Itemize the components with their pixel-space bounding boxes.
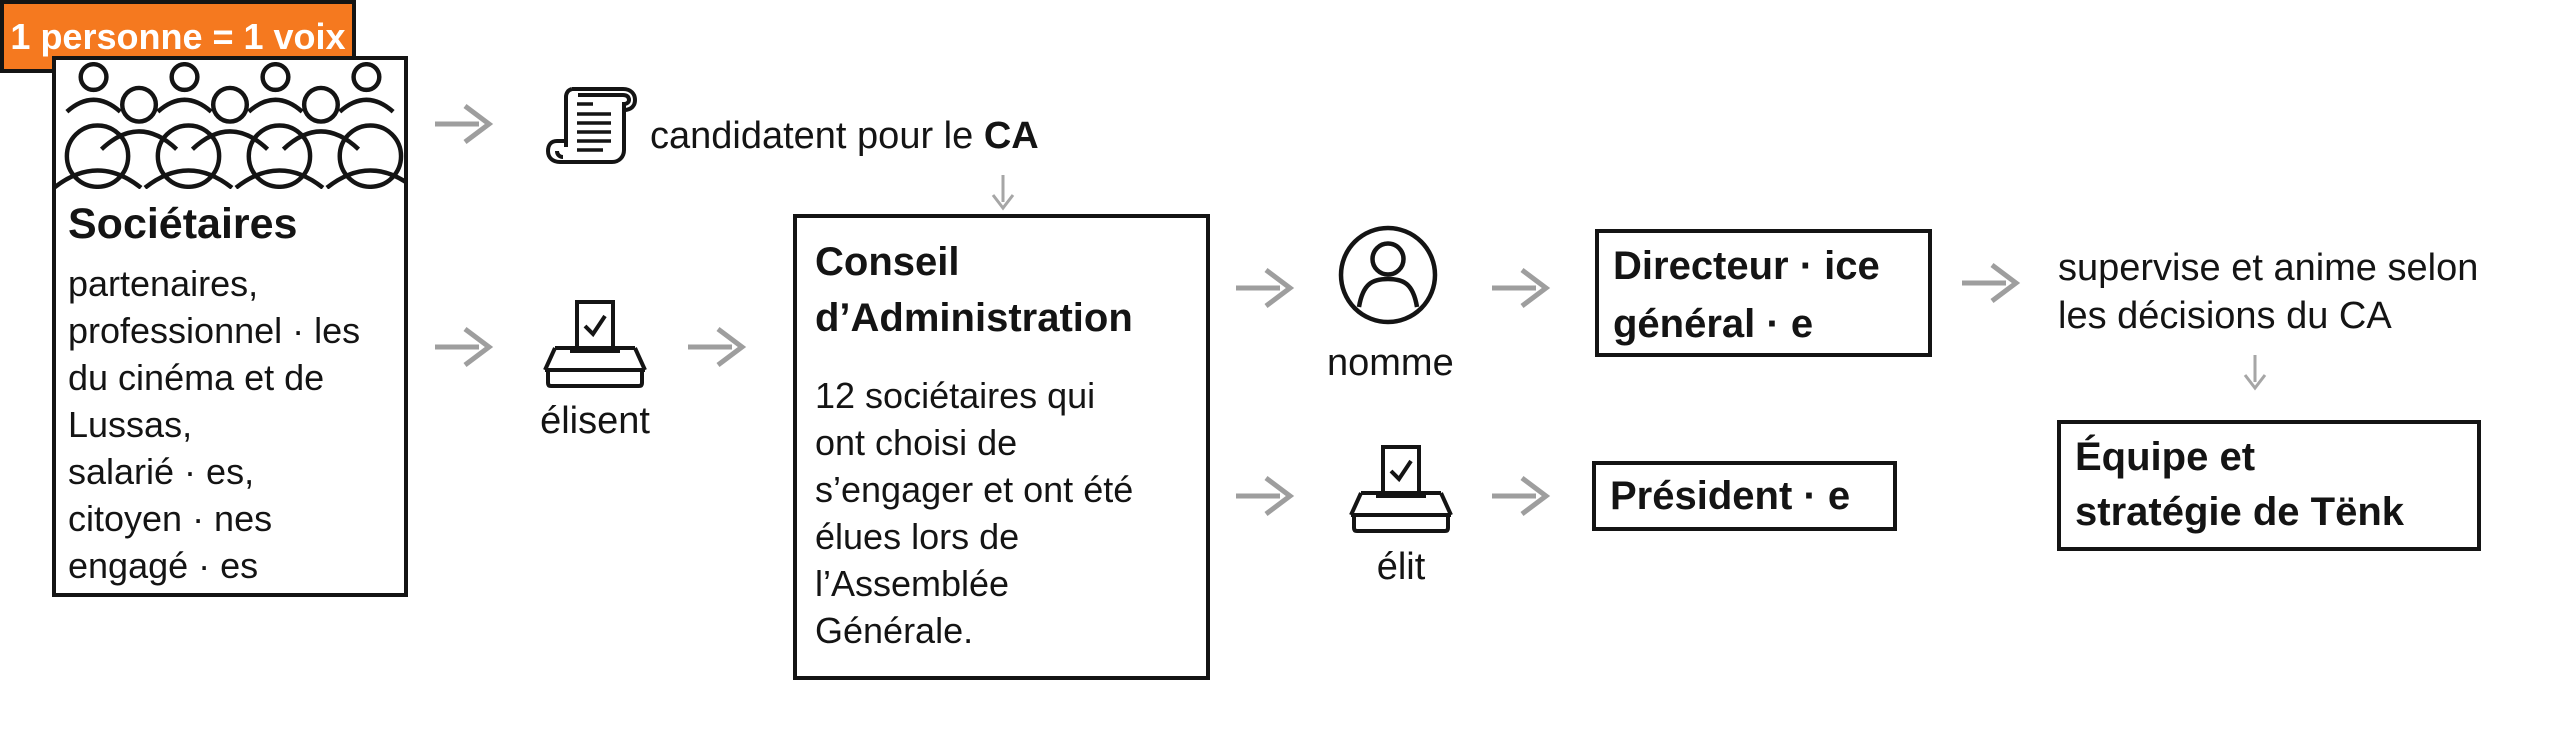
candidacy-label-text: candidatent pour le [650, 115, 984, 157]
societaires-box [52, 56, 408, 597]
candidacy-label: candidatent pour le CA [650, 112, 1039, 160]
arrow-right-icon [686, 323, 750, 371]
conseil-title: Conseil d’Administration [815, 240, 1133, 340]
conseil-administration-box: Conseil d’Administration 12 sociétaires … [793, 214, 1210, 680]
equipe-strategie-box: Équipe et stratégie de Tënk [2057, 420, 2481, 551]
candidacy-label-ca: CA [983, 115, 1039, 157]
conseil-description: 12 sociétaires qui ont choisi de s’engag… [815, 375, 1134, 651]
arrow-right-icon [1960, 259, 2024, 307]
scroll-candidacy-icon [545, 84, 639, 172]
supervise-label: supervise et anime selon les décisions d… [2058, 247, 2479, 337]
elisent-label: élisent [540, 400, 650, 442]
ballot-box-icon [1346, 445, 1456, 533]
crowd-icon [56, 62, 404, 189]
ballot-box-icon [540, 300, 650, 388]
arrow-right-icon [1490, 264, 1554, 312]
person-icon [1337, 224, 1439, 326]
arrow-down-icon [2242, 354, 2268, 392]
elit-label: élit [1376, 546, 1426, 588]
arrow-right-icon [1234, 264, 1298, 312]
arrow-right-icon [433, 100, 497, 148]
arrow-right-icon [1234, 472, 1298, 520]
nomme-label: nomme [1327, 342, 1454, 384]
societaires-title: Sociétaires [68, 200, 298, 248]
societaires-description: partenaires, professionnel · les du ciné… [68, 263, 361, 586]
president-box: Président · e [1592, 461, 1897, 531]
arrow-right-icon [433, 323, 497, 371]
directeur-general-box: Directeur · ice général · e [1595, 229, 1932, 357]
arrow-right-icon [1490, 472, 1554, 520]
president-title: Président · e [1610, 473, 1851, 518]
arrow-down-icon [990, 174, 1016, 212]
